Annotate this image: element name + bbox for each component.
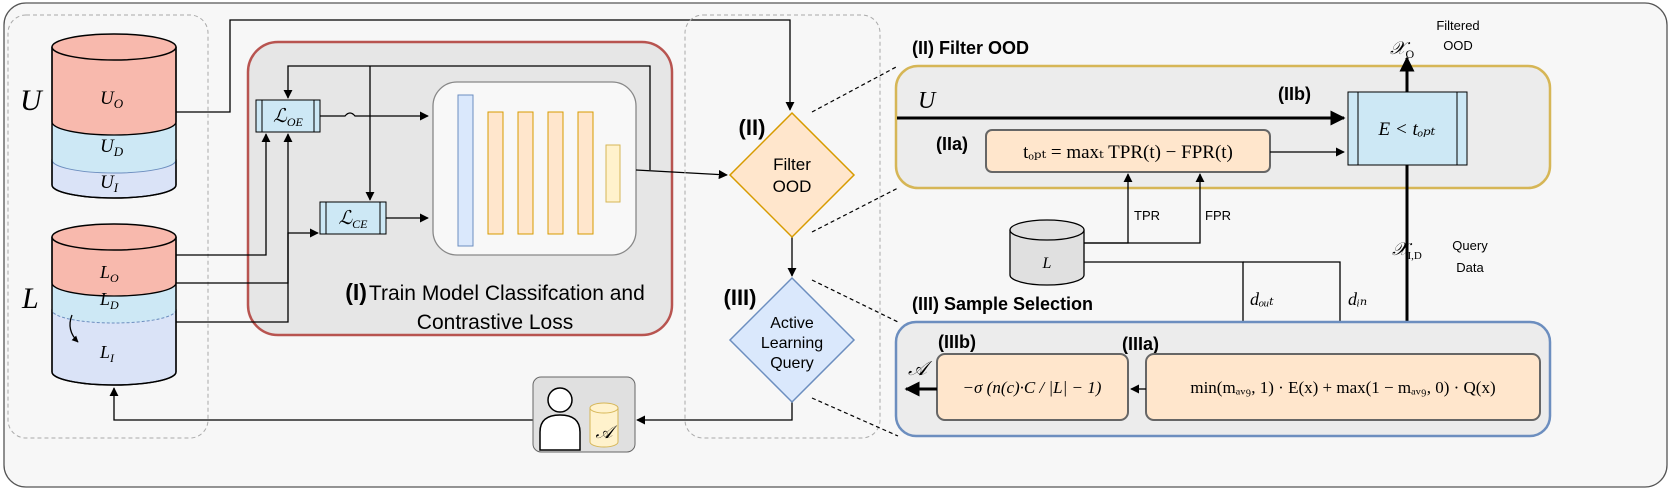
pipeline-region [684,14,881,439]
svg-text:L: L [1042,255,1052,272]
selection-output-symbol: 𝒜 [908,358,933,380]
detail-callout-lines [811,65,899,437]
filter-ood-label-1: Filter [773,155,811,174]
person-icon [547,387,573,413]
training-title-line2: Contrastive Loss [417,311,573,334]
d-in-label: dᵢₙ [1348,289,1367,309]
filtered-ood-label-1: Filtered [1436,18,1479,33]
query-label-2: Learning [761,335,823,352]
query-label-1: Active [770,315,814,332]
filter-ood-step-number: (II) [739,115,766,140]
loss-ce-box: ℒCE [319,201,387,235]
d-out-label: dₒᵤₜ [1250,289,1274,309]
step-iiib-label: (IIIb) [938,332,976,352]
pool-layer-ui: UI [100,172,119,195]
class-balance-formula: −σ (n(c)·C / |L| − 1) [963,378,1102,397]
labeled-pool-cylinder [51,223,177,386]
network-hidden-layer [547,111,564,235]
query-data-label-2: Data [1456,260,1484,275]
filter-input-label: U [918,88,937,114]
query-data-label-1: Query [1452,238,1488,253]
fpr-label: FPR [1205,208,1231,223]
query-label-3: Query [770,355,814,372]
svg-text:E < tₒₚₜ: E < tₒₚₜ [1378,119,1436,140]
unlabeled-pool-cylinder [51,33,177,199]
network-input-layer [457,94,474,247]
network-hidden-layer [577,111,594,235]
threshold-formula: tₒₚₜ = maxₜ TPR(t) − FPR(t) [1023,142,1233,163]
active-learning-query-decision [728,276,856,404]
network-output-layer [605,144,621,203]
pool-layer-lo: LO [99,262,119,285]
labeled-pool-label: L [21,282,39,315]
svg-text:ℒOE: ℒOE [273,106,303,129]
energy-threshold-box: E < tₒₚₜ [1347,91,1468,166]
pool-layer-li: LI [99,342,115,365]
training-connectors [109,19,797,425]
pool-layer-uo: UO [100,88,124,111]
labeled-pool-small-cylinder: L [1009,219,1085,286]
threshold-formula-box [985,129,1271,173]
annotated-set-cylinder [589,402,619,448]
step-iiia-label: (IIIa) [1122,334,1159,354]
class-balance-formula-box [936,353,1129,421]
svg-text:ℒCE: ℒCE [338,208,368,231]
sample-selection-section-title: (III) Sample Selection [912,294,1093,314]
training-title-line1: (I)Train Model Classifcation and [345,279,645,305]
pool-layer-ld: LD [99,289,119,312]
loss-oe-box: ℒOE [255,99,321,133]
step-iib-label: (IIb) [1278,84,1311,104]
svg-text:𝒜: 𝒜 [595,422,617,442]
pool-layer-ud: UD [100,136,124,159]
query-step-number: (III) [724,285,757,310]
data-pools-region [7,14,209,439]
neural-network-icon [432,81,637,256]
score-formula-box [1145,353,1541,421]
network-hidden-layer [487,111,504,235]
tpr-label: TPR [1134,208,1160,223]
step-iia-label: (IIa) [936,134,968,154]
filter-ood-label-2: OOD [773,177,812,196]
filter-ood-section-title: (II) Filter OOD [912,38,1029,58]
filter-ood-decision [728,111,856,239]
unlabeled-pool-label: U [20,84,44,117]
oracle-annotator: 𝒜 [532,376,636,453]
filtered-ood-label-2: OOD [1443,38,1473,53]
score-formula: min(mₐᵥ₉, 1) · E(x) + max(1 − mₐᵥ₉, 0) ·… [1190,378,1495,397]
network-hidden-layer [517,111,534,235]
